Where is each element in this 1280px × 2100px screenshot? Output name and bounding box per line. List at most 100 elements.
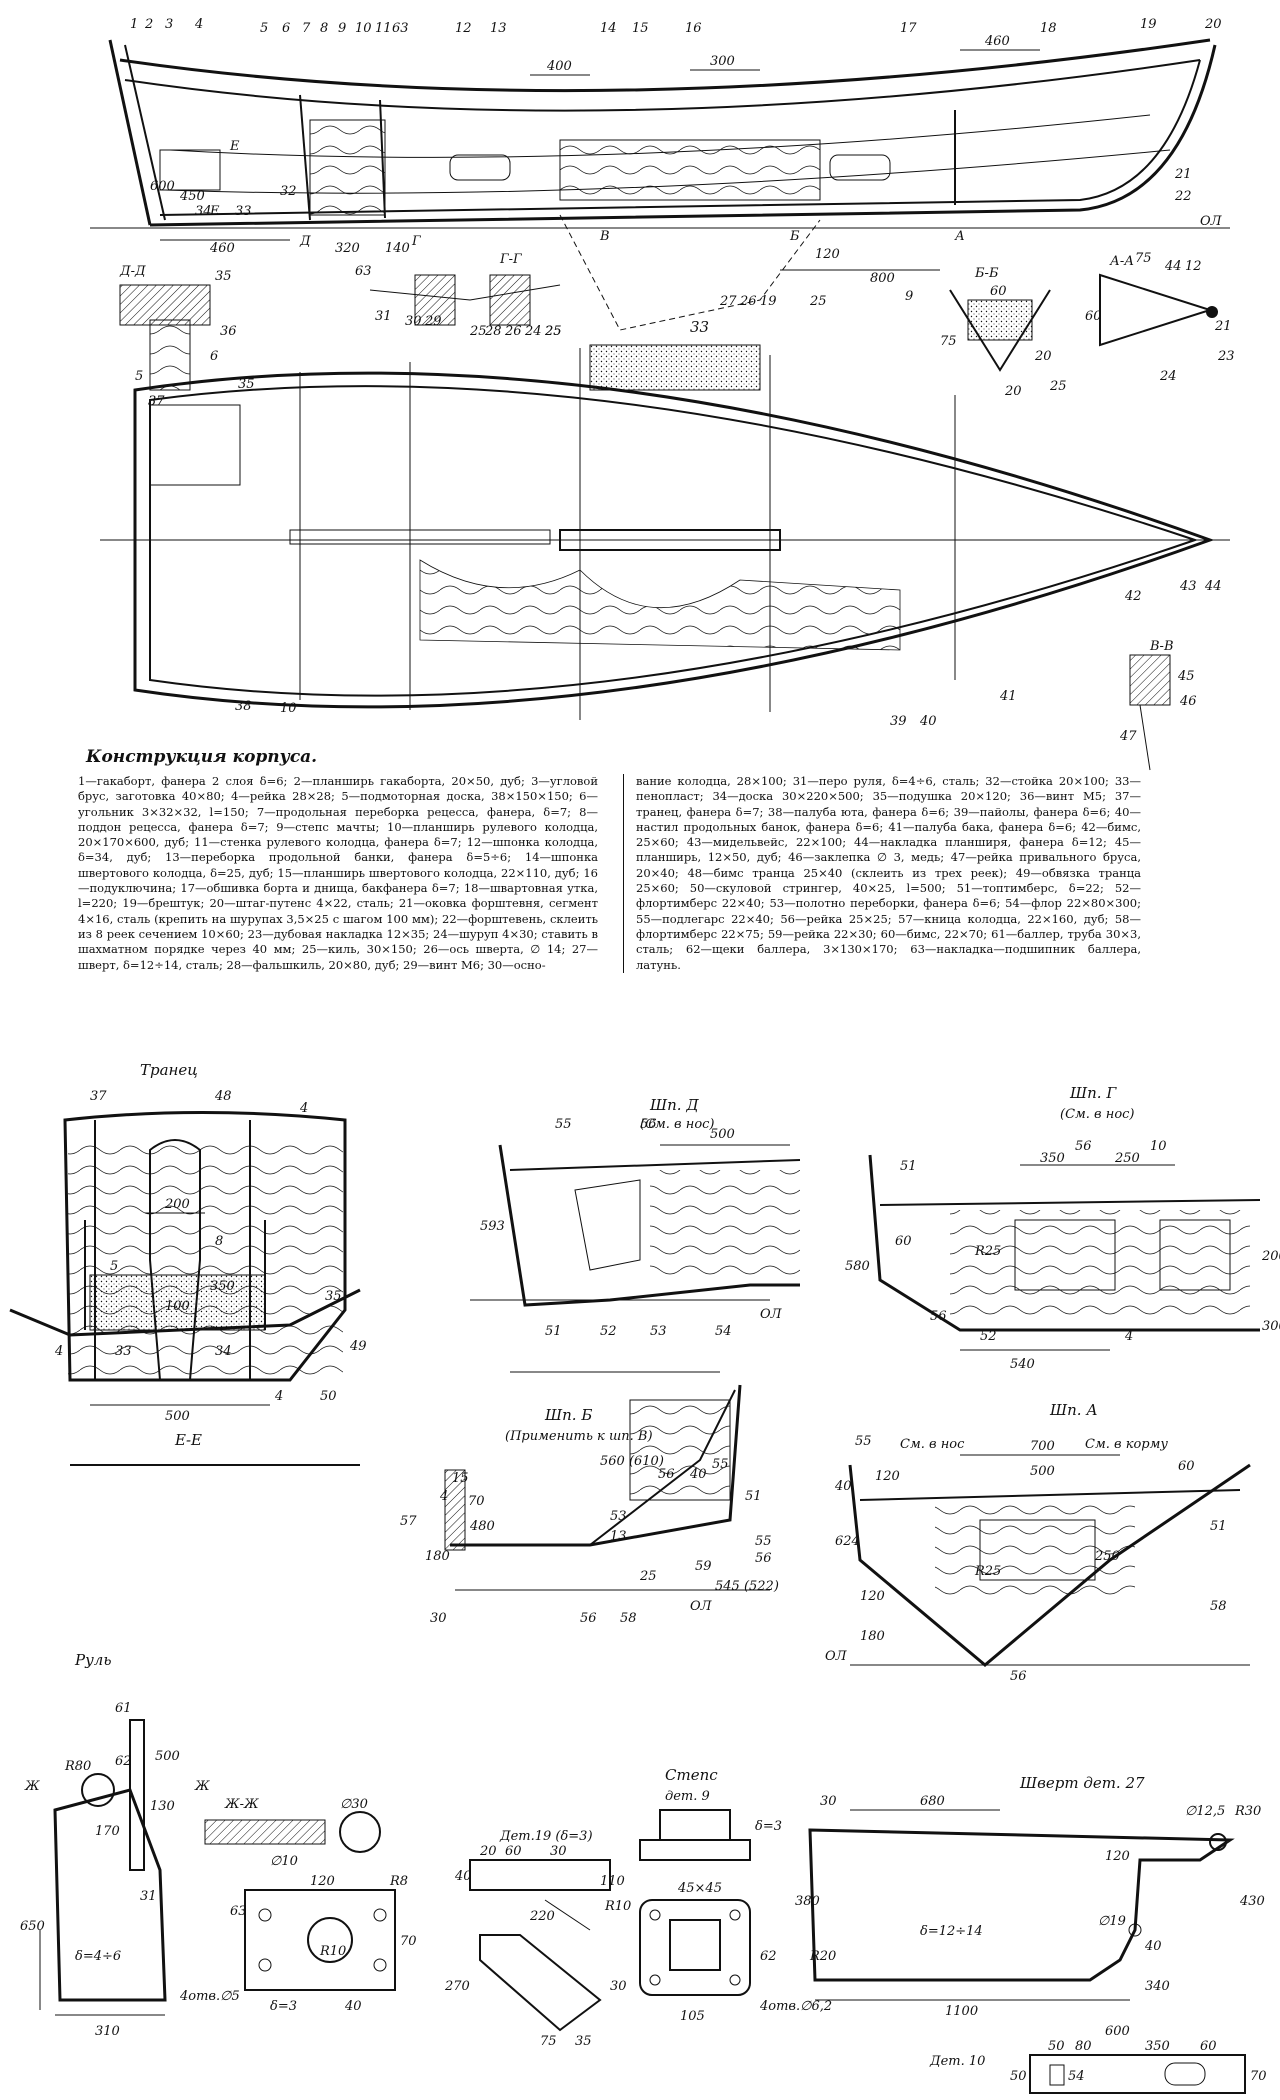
detail-label: 30 (550, 1844, 567, 1859)
detail-label: 40 (344, 1999, 362, 2014)
centerboard-label: 680 (920, 1794, 945, 1809)
view-label-sh-a-korm: См. в корму (1085, 1437, 1168, 1452)
callout-number: 29 (424, 314, 442, 329)
dimension-label: 60 (1085, 309, 1102, 324)
rudder-label: 500 (155, 1749, 180, 1764)
dimension-label: 20 (1034, 349, 1052, 364)
frame-g-label: 300 (1262, 1319, 1280, 1334)
detail-label: 75 (540, 2034, 557, 2049)
plan-view (100, 344, 1230, 771)
section-letter: Г (411, 234, 421, 249)
frame-a-label: 180 (860, 1629, 885, 1644)
section-e-label: 33 (115, 1344, 132, 1359)
rudder-label: ∅10 (270, 1854, 298, 1869)
callout-number: 45 (1177, 669, 1195, 684)
view-title-steps: Степс (665, 1766, 718, 1784)
baseline-label: ОЛ (760, 1307, 783, 1322)
callout-number: 34 (195, 204, 212, 219)
callout-number: 31 (375, 309, 392, 324)
callout-number: 12 (455, 21, 472, 36)
callout-number: 33 (690, 318, 709, 336)
frame-d-label: 53 (650, 1324, 667, 1339)
callout-number: 17 (900, 21, 917, 36)
frame-a-label: 51 (1210, 1519, 1227, 1534)
section-label-v-v: В-В (1149, 639, 1174, 654)
transom-label: 350 (210, 1279, 235, 1294)
frame-b-label: 480 (469, 1519, 495, 1534)
frame-b-label: 51 (745, 1489, 762, 1504)
transom-label: 48 (214, 1089, 232, 1104)
dimension-label: 12 (1185, 259, 1202, 274)
legend-block: Конструкция корпуса. 1—гакаборт, фанера … (78, 747, 1141, 980)
transom-label: 4 (299, 1101, 308, 1116)
frame-b-label: 56 (755, 1551, 772, 1566)
frame-g-label: 580 (845, 1259, 870, 1274)
callout-number: 35 (215, 269, 232, 284)
view-title-det10: Дет. 10 (929, 2054, 985, 2069)
frame-g-label: 60 (895, 1234, 912, 1249)
frame-a-label: R25 (974, 1564, 1001, 1579)
dimension-label: 140 (385, 241, 410, 256)
callout-number: 15 (632, 21, 649, 36)
section-e-label: 5 (110, 1259, 118, 1274)
callout-number: 47 (1119, 729, 1137, 744)
rudder-label: 31 (140, 1889, 157, 1904)
callout-number: 1 (130, 17, 138, 32)
detail-10-label: 60 (1200, 2039, 1217, 2054)
callout-number: 18 (1040, 21, 1057, 36)
frame-a-label: 624 (835, 1534, 860, 1549)
dimension-label: 800 (870, 271, 895, 286)
callout-number: 9 (338, 21, 346, 36)
section-e-label: 35 (325, 1289, 342, 1304)
centerboard-label: δ=12÷14 (920, 1924, 983, 1939)
callout-number: 44 (1204, 579, 1222, 594)
mast-step-label: 62 (760, 1949, 777, 1964)
dimension-label: 25 (544, 324, 562, 339)
centerboard-label: 600 (1105, 2024, 1130, 2039)
callout-number: 30 (405, 314, 422, 329)
section-e-label: 4 (54, 1344, 63, 1359)
detail-10-label: 54 (1068, 2069, 1085, 2084)
callout-number: 26 (504, 324, 522, 339)
callout-number: 63 (355, 264, 372, 279)
detail-label: 63 (230, 1904, 247, 1919)
dimension-label: 60 (990, 284, 1007, 299)
centerboard-label: R20 (809, 1949, 836, 1964)
callout-number: 46 (1179, 694, 1197, 709)
detail-19-view (469, 1859, 611, 2032)
detail-label: 60 (505, 1844, 522, 1859)
frame-b-label: 30 (430, 1611, 447, 1626)
mast-step-label: R10 (604, 1899, 631, 1914)
callout-number: 5 (135, 369, 143, 384)
centerboard-label: R30 (1234, 1804, 1261, 1819)
legend-title: Конструкция корпуса. (86, 747, 318, 767)
callout-number: 26 (739, 294, 757, 309)
transom-label: 50 (320, 1389, 337, 1404)
frame-b-label: 545 (522) (715, 1579, 779, 1594)
section-label-a-a: А-А (1109, 254, 1134, 269)
callout-number: 20 (1204, 17, 1222, 32)
section-letter: Д (299, 234, 311, 249)
callout-number: 16 (685, 21, 702, 36)
section-label-d-d: Д-Д (119, 264, 146, 279)
callout-number: 32 (280, 184, 297, 199)
frame-a-label: 250 (1094, 1549, 1120, 1564)
frame-d-label: 593 (480, 1219, 505, 1234)
detail-10-label: 70 (1250, 2069, 1267, 2084)
view-title-sh-b: Шп. Б (544, 1406, 592, 1424)
callout-number: 25 (544, 324, 562, 339)
frame-d-label: 54 (715, 1324, 732, 1339)
frame-g-label: R25 (974, 1244, 1001, 1259)
frame-b-label: 4 (439, 1489, 448, 1504)
detail-label: 40 (454, 1869, 472, 1884)
centerboard-label: 430 (1239, 1894, 1265, 1909)
section-label-g-g: Г-Г (499, 252, 522, 267)
callout-number: 24 (524, 324, 542, 339)
rudder-label: 61 (115, 1701, 132, 1716)
mast-step-label: 4отв.∅6,2 (759, 1999, 832, 2014)
section-e-e-view (9, 1220, 361, 1466)
callout-number: 10 (355, 21, 372, 36)
detail-label: 70 (400, 1934, 417, 1949)
centerboard-label: 380 (795, 1894, 820, 1909)
frame-g-label: 10 (1150, 1139, 1167, 1154)
